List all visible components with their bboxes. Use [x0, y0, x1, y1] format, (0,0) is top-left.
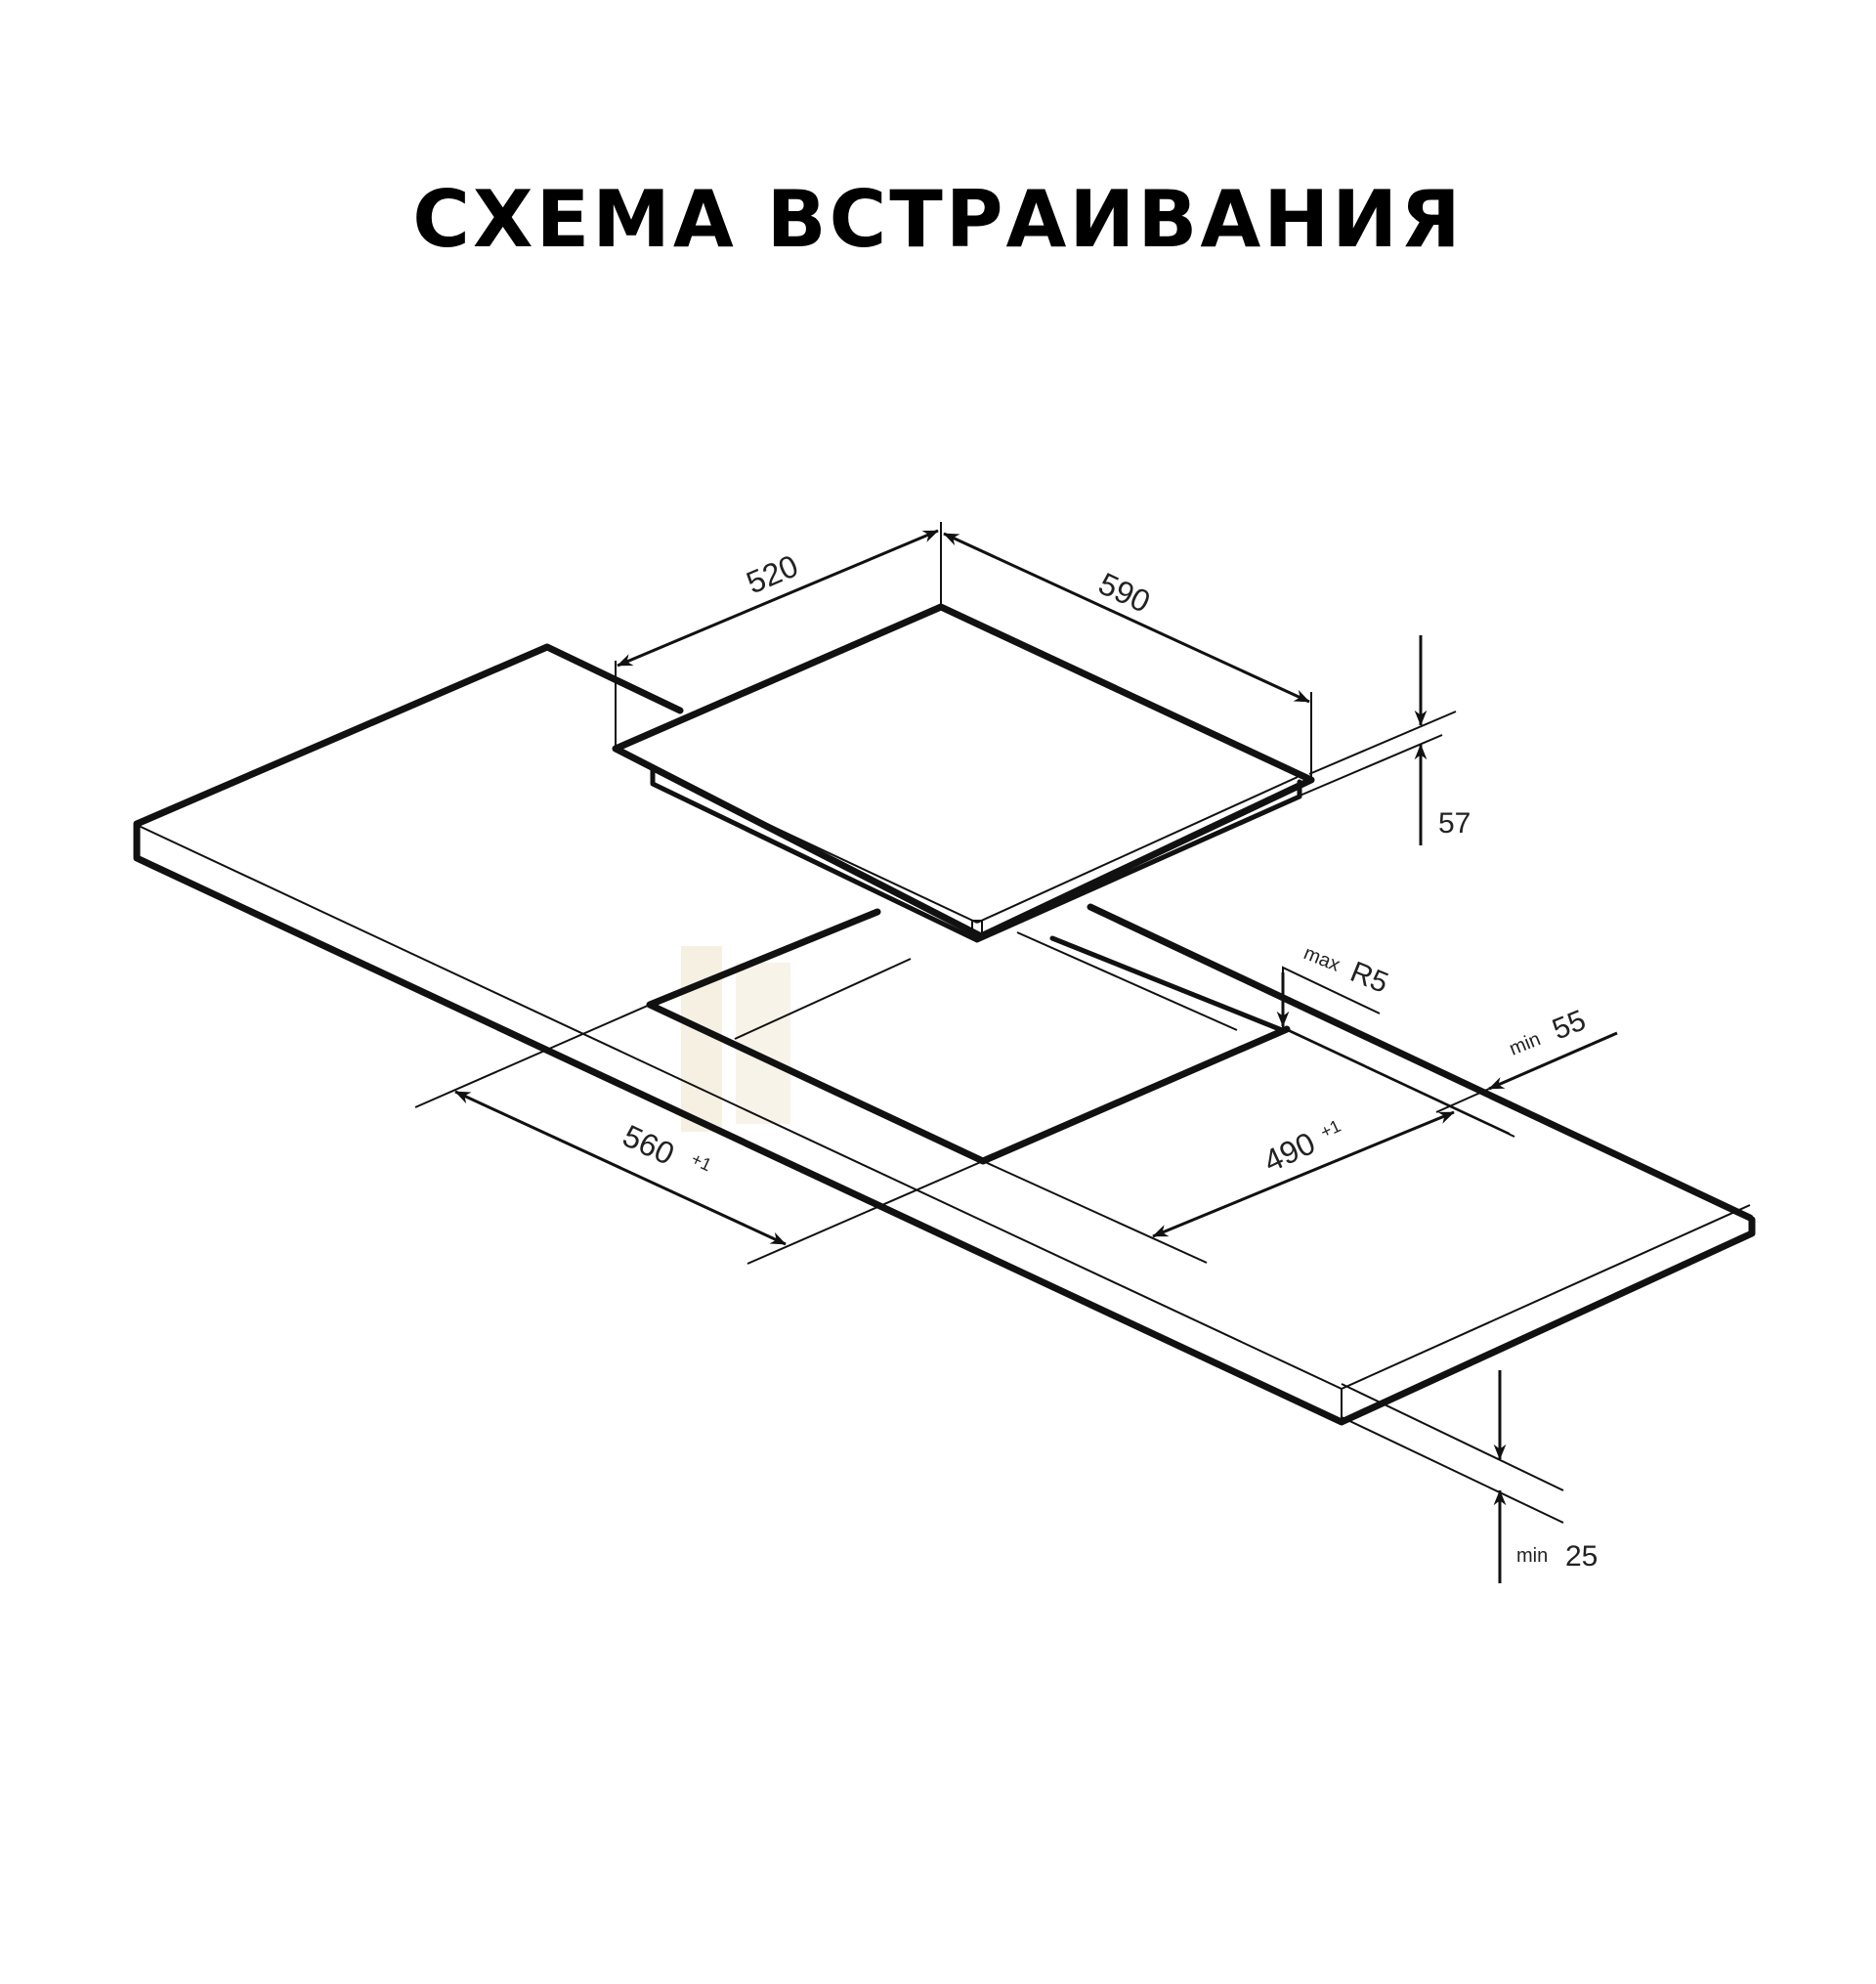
label-max-prefix: max [1300, 942, 1343, 976]
label-min25-prefix: min [1516, 1545, 1548, 1567]
dimension-corner-radius: max R5 [1276, 942, 1392, 1028]
dimension-hob-depth: 520 [615, 522, 942, 749]
countertop [133, 643, 1756, 1426]
hob [612, 603, 1315, 943]
label-490-tolerance: +1 [1317, 1116, 1343, 1143]
label-min-prefix: min [1507, 1028, 1544, 1059]
label-r5: R5 [1345, 956, 1392, 1000]
dimension-hob-height: 57 [1297, 635, 1471, 845]
label-55: 55 [1548, 1004, 1590, 1046]
cutout [646, 908, 1291, 1165]
label-57: 57 [1438, 807, 1471, 840]
label-560-tolerance: +1 [688, 1148, 714, 1175]
label-560: 560 [618, 1118, 680, 1172]
dimension-countertop-thickness: min 25 [1341, 1370, 1598, 1583]
label-25: 25 [1565, 1540, 1598, 1573]
dimension-hob-width: 590 [943, 532, 1312, 780]
label-590: 590 [1093, 566, 1156, 620]
diagram-title: СХЕМА ВСТРАИВАНИЯ [412, 174, 1464, 265]
